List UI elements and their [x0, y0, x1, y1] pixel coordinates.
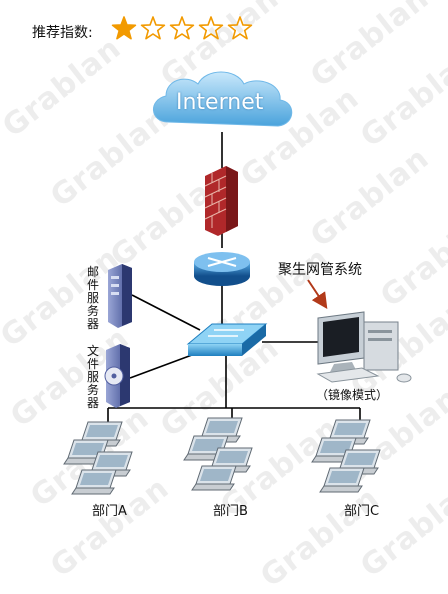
department-c-label: 部门C: [344, 504, 380, 519]
star-empty-icon: [140, 16, 166, 40]
mail-server-label: 邮件服务器: [86, 265, 99, 331]
file-server-icon: [104, 344, 130, 408]
internet-cloud-icon: [153, 71, 293, 127]
star-filled-icon: [111, 16, 137, 40]
department-b-laptops-icon: [183, 417, 253, 491]
star-empty-icon: [227, 16, 253, 40]
diagram-graphics: [63, 71, 412, 495]
mail-server-icon: [108, 264, 132, 328]
firewall-icon: [204, 166, 238, 236]
star-empty-icon: [198, 16, 224, 40]
file-server-label: 文件服务器: [86, 344, 99, 410]
department-a-laptops-icon: [63, 421, 133, 495]
mirror-mode-label: （镜像模式）: [316, 388, 389, 402]
star-empty-icon: [169, 16, 195, 40]
router-icon: [194, 252, 250, 286]
mgmt-system-label: 聚生网管系统: [278, 262, 362, 278]
department-b-label: 部门B: [213, 504, 248, 519]
star-rating: [111, 16, 253, 42]
rating-label: 推荐指数:: [32, 25, 93, 41]
department-c-laptops-icon: [311, 419, 381, 493]
internet-label: Internet: [176, 90, 264, 115]
department-a-label: 部门A: [92, 504, 127, 519]
management-pc-icon: [316, 311, 412, 383]
mirror-arrow: [307, 279, 328, 309]
switch-icon: [186, 323, 268, 356]
connection-lines: [107, 132, 361, 430]
